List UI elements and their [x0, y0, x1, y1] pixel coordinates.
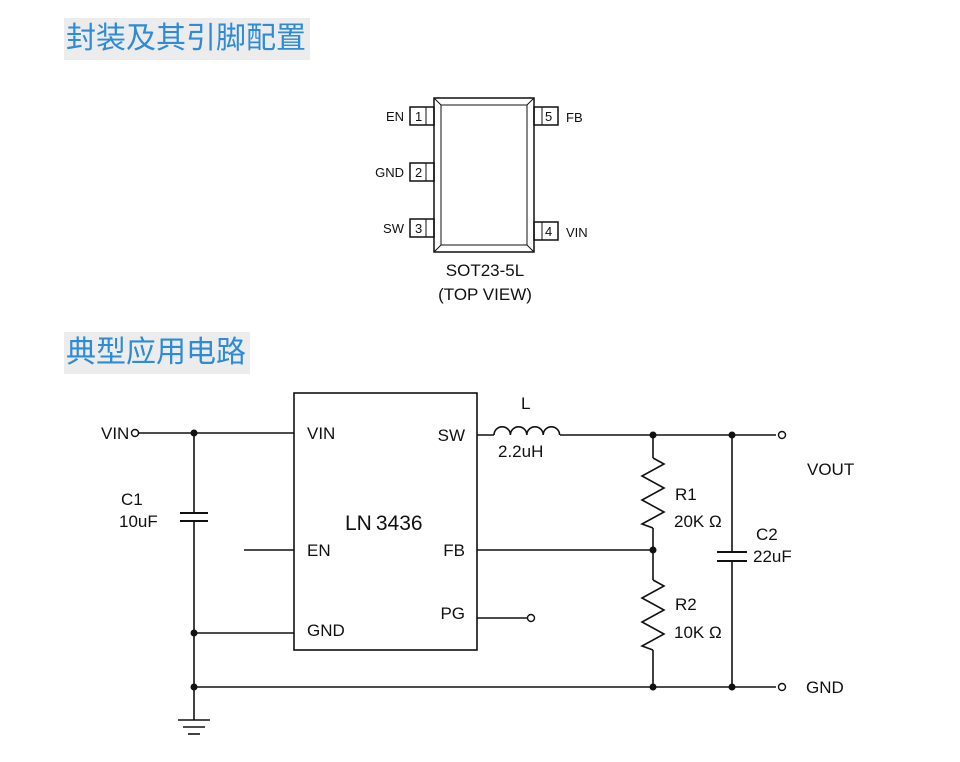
pg-terminal — [526, 613, 536, 623]
pin-4 — [533, 221, 559, 241]
ic-pin-fb: FB — [443, 541, 465, 560]
ic-body — [293, 392, 478, 651]
r2-resistor — [640, 579, 666, 651]
pin-2-number: 2 — [415, 165, 422, 180]
inductor-value: 2.2uH — [498, 442, 543, 461]
pin-3-label: SW — [383, 221, 405, 236]
pin-3-number: 3 — [415, 221, 422, 236]
inductor-coil — [493, 426, 561, 436]
gnd-label: GND — [806, 678, 844, 697]
pin-4-label: VIN — [566, 225, 588, 240]
vin-label: VIN — [101, 424, 129, 443]
inductor-name: L — [521, 394, 530, 413]
ic-pin-sw: SW — [438, 426, 465, 445]
c1-name: C1 — [121, 490, 143, 509]
pin-5-number: 5 — [545, 109, 552, 124]
circuit-section-title: 典型应用电路 — [64, 332, 250, 374]
pin-5-label: FB — [566, 110, 583, 125]
vout-terminal — [777, 430, 787, 440]
r1-name: R1 — [675, 485, 697, 504]
ic-name-number: 3436 — [376, 512, 423, 535]
pin-4-number: 4 — [545, 224, 552, 239]
c1-value: 10uF — [119, 512, 158, 531]
pin-1 — [409, 106, 435, 126]
pin-2-label: GND — [375, 165, 404, 180]
ic-pin-gnd: GND — [307, 621, 345, 640]
pin-5 — [533, 106, 559, 126]
r1-resistor — [640, 457, 666, 529]
pin-3 — [409, 218, 435, 238]
circuit-wires — [135, 392, 776, 735]
package-body — [433, 97, 535, 253]
gnd-terminal — [777, 682, 787, 692]
vout-label: VOUT — [807, 460, 854, 479]
ic-pin-vin: VIN — [307, 424, 335, 443]
package-name: SOT23-5L — [446, 261, 524, 280]
r2-name: R2 — [675, 595, 697, 614]
vin-terminal — [130, 428, 140, 438]
pin-1-label: EN — [386, 109, 404, 124]
pin-1-number: 1 — [415, 109, 422, 124]
ic-name-prefix: LN — [345, 512, 372, 535]
package-view: (TOP VIEW) — [438, 285, 532, 304]
c2-value: 22uF — [753, 547, 792, 566]
package-section-title: 封装及其引脚配置 — [64, 18, 310, 60]
c2-name: C2 — [756, 525, 778, 544]
r2-value: 10K Ω — [674, 623, 722, 642]
ic-pin-en: EN — [307, 541, 331, 560]
r1-value: 20K Ω — [674, 512, 722, 531]
ic-pin-pg: PG — [440, 604, 465, 623]
pin-2 — [409, 162, 435, 182]
